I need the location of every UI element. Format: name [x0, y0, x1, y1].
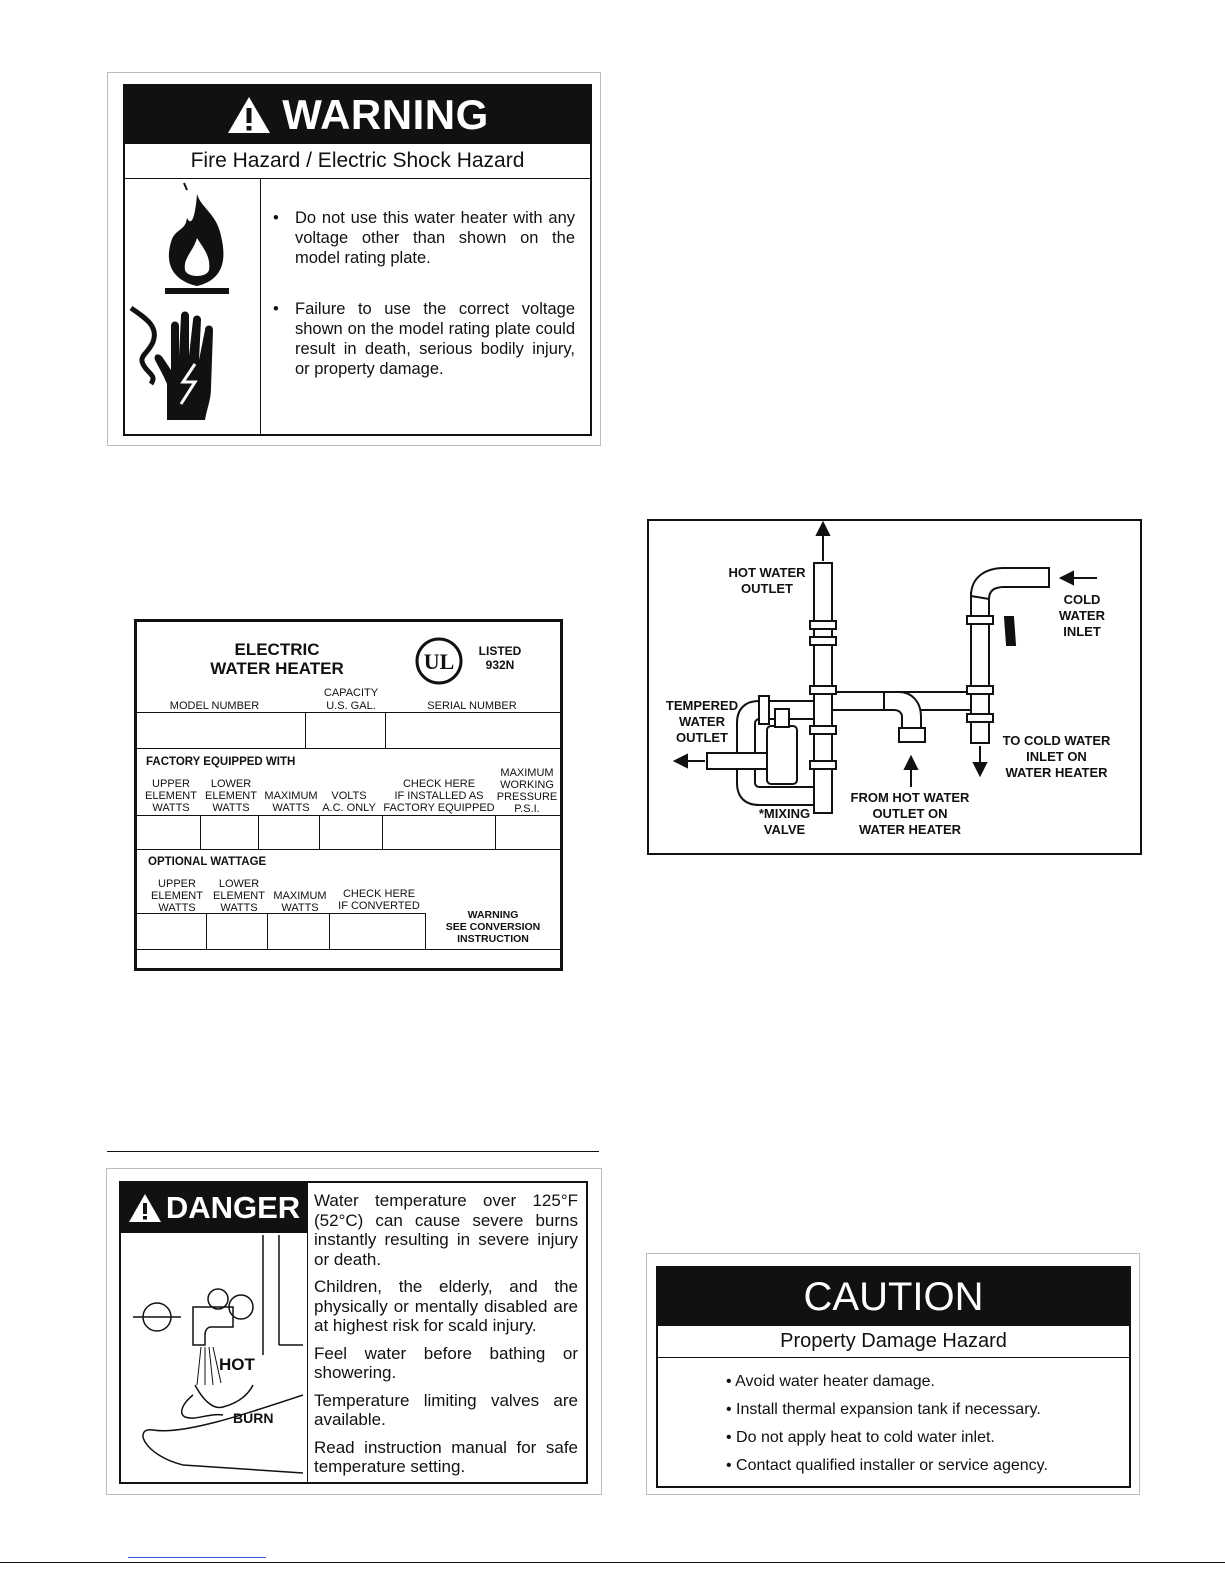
plate-rule	[206, 913, 207, 949]
caution-bullets: • Avoid water heater damage. • Install t…	[726, 1368, 1126, 1480]
caution-subheading: Property Damage Hazard	[658, 1326, 1129, 1358]
danger-paragraph: Read instruction manual for safe tempera…	[314, 1437, 578, 1477]
fire-hazard-icon	[165, 182, 229, 294]
rating-plate: ELECTRIC WATER HEATER UL LISTED 932N CAP…	[134, 619, 563, 971]
warning-bullet: Do not use this water heater with any vo…	[270, 208, 575, 268]
plate-rule	[200, 815, 201, 849]
danger-heading-text: DANGER	[165, 1190, 301, 1225]
ul-listed-mark-icon: UL	[415, 637, 463, 685]
serial-number-label: SERIAL NUMBER	[427, 700, 517, 712]
model-number-label: MODEL NUMBER	[169, 700, 260, 712]
warning-column-divider	[260, 179, 261, 434]
plate-rule	[267, 913, 268, 949]
plate-rule	[495, 815, 496, 849]
listed-line1: LISTED	[478, 644, 522, 658]
electric-shock-hand-icon	[129, 305, 213, 420]
plate-rule	[305, 712, 306, 748]
plate-title-line2: WATER HEATER	[210, 659, 344, 678]
danger-paragraph: Temperature limiting valves are availabl…	[314, 1390, 578, 1430]
factory-heading: FACTORY EQUIPPED WITH	[146, 756, 296, 768]
plate-rule	[137, 748, 560, 749]
caution-bullet: • Do not apply heat to cold water inlet.	[726, 1429, 995, 1446]
alert-triangle-icon	[128, 1194, 161, 1222]
plate-rule	[382, 815, 383, 849]
danger-label-frame	[106, 1168, 602, 1495]
plate-rule	[329, 913, 330, 949]
warning-heading: WARNING	[125, 86, 590, 144]
danger-text: Water temperature over 125°F (52°C) can …	[314, 1191, 578, 1485]
warning-bullets: Do not use this water heater with any vo…	[270, 208, 575, 398]
section-rule	[107, 1151, 599, 1152]
plate-title-line1: ELECTRIC	[234, 640, 320, 659]
capacity-label-line1: CAPACITY	[323, 687, 379, 699]
caution-label: CAUTION Property Damage Hazard • Avoid w…	[656, 1266, 1131, 1488]
plate-rule	[258, 815, 259, 849]
danger-column-divider	[307, 1183, 308, 1482]
plate-rule	[385, 712, 386, 748]
optional-heading: OPTIONAL WATTAGE	[148, 856, 267, 868]
caution-heading: CAUTION	[658, 1268, 1129, 1326]
warning-subheading: Fire Hazard / Electric Shock Hazard	[125, 144, 590, 179]
danger-paragraph: Children, the elderly, and the physicall…	[314, 1277, 578, 1335]
hot-illustration-text: HOT	[219, 1355, 256, 1374]
alert-triangle-icon	[228, 97, 271, 133]
footer-rule	[0, 1562, 1225, 1563]
caution-bullet: • Avoid water heater damage.	[726, 1373, 935, 1390]
danger-label: DANGER HOT BURN Water temperature over 1…	[119, 1181, 588, 1484]
danger-paragraph: Feel water before bathing or showering.	[314, 1343, 578, 1383]
warning-label-frame	[107, 72, 601, 446]
ul-mark-text: UL	[424, 649, 455, 674]
burn-illustration-text: BURN	[233, 1410, 273, 1426]
plate-rule	[137, 815, 560, 816]
warning-label: WARNING Fire Hazard / Electric Shock Haz…	[123, 84, 592, 436]
plate-rule	[137, 949, 560, 950]
danger-heading: DANGER	[121, 1183, 307, 1233]
plate-rule	[137, 712, 560, 713]
listed-line2: 932N	[485, 658, 515, 672]
plate-rule	[137, 913, 425, 914]
footer-link-underline[interactable]	[128, 1557, 266, 1558]
warning-bullet: Failure to use the correct voltage shown…	[270, 299, 575, 379]
capacity-label-line2: U.S. GAL.	[326, 700, 376, 712]
piping-illustration	[672, 521, 1097, 814]
scald-hand-illustration: HOT BURN	[133, 1235, 304, 1474]
danger-paragraph: Water temperature over 125°F (52°C) can …	[314, 1191, 578, 1269]
caution-label-frame	[646, 1253, 1140, 1495]
plate-rule	[425, 913, 426, 949]
caution-bullet: • Install thermal expansion tank if nece…	[726, 1401, 1041, 1418]
caution-bullet: • Contact qualified installer or service…	[726, 1457, 1048, 1474]
warning-heading-text: WARNING	[282, 91, 489, 138]
plate-rule	[137, 849, 560, 850]
plate-rule	[319, 815, 320, 849]
